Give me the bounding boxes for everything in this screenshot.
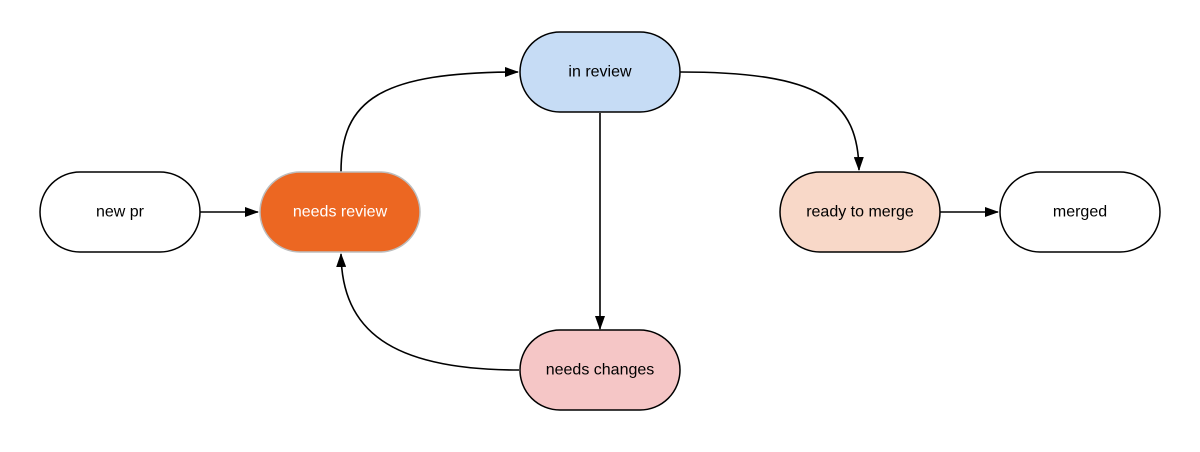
node-needs-changes[interactable]: needs changes — [519, 329, 681, 411]
node-ready-to-merge-shape — [779, 171, 941, 253]
node-needs-review[interactable]: needs review — [259, 171, 421, 253]
node-needs-changes-shape — [519, 329, 681, 411]
node-in-review-label: in review — [568, 64, 632, 81]
node-ready-to-merge[interactable]: ready to merge — [779, 171, 941, 253]
edge-needs-review-to-in-review — [340, 67, 519, 173]
node-needs-review-label: needs review — [293, 204, 388, 221]
node-merged-shape — [999, 171, 1161, 253]
node-new-pr-shape — [39, 171, 201, 253]
edge-needs-changes-to-needs-review — [336, 253, 520, 371]
node-in-review-shape — [519, 31, 681, 113]
node-merged-label: merged — [1053, 204, 1107, 221]
node-needs-review-shape — [259, 171, 421, 253]
node-ready-to-merge-label: ready to merge — [806, 204, 914, 221]
node-in-review[interactable]: in review — [519, 31, 681, 113]
node-new-pr[interactable]: new pr — [39, 171, 201, 253]
node-merged[interactable]: merged — [999, 171, 1161, 253]
node-needs-changes-label: needs changes — [546, 362, 655, 379]
edge-in-review-to-ready-to-merge — [679, 71, 864, 171]
node-new-pr-label: new pr — [96, 204, 145, 221]
